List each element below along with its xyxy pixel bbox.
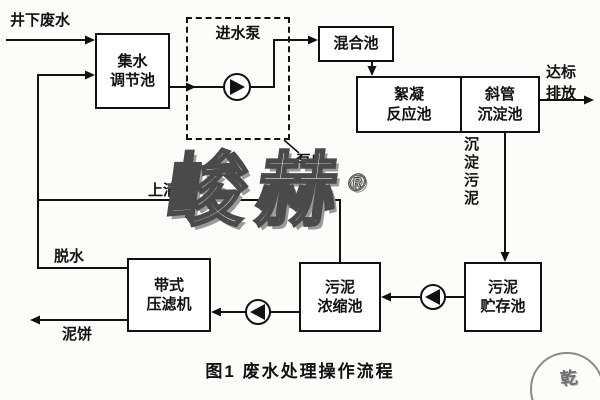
label-sludge-cake: 泥饼 [62, 326, 93, 343]
node-mix-tank: 混合池 [318, 26, 394, 62]
flow-lines [6, 39, 584, 321]
label-pump-house: 泵房 [296, 153, 327, 170]
node-belt-press: 带式 压滤机 [127, 258, 211, 332]
stamp-seal-icon [530, 352, 600, 400]
label-inlet-pump: 进水泵 [215, 25, 261, 42]
node-tube-settler: 斜管 沉淀池 [460, 76, 540, 133]
node-sludge-thickener: 污泥 浓缩池 [299, 262, 381, 332]
node-sludge-storage: 污泥 贮存池 [464, 262, 542, 332]
arrowheads [30, 35, 594, 325]
stamp-text: 乾 [559, 367, 579, 390]
sludge-pump-icon [245, 299, 271, 325]
node-collect-tank: 集水 调节池 [95, 33, 170, 109]
label-settled-sludge: 沉淀污泥 [462, 136, 479, 208]
pump-house-boundary [186, 17, 290, 140]
label-influent: 井下废水 [10, 12, 71, 29]
figure-caption: 图1 废水处理操作流程 [205, 362, 395, 381]
inlet-pump-icon [223, 73, 251, 101]
label-discharge: 达标 排放 [546, 64, 577, 102]
label-supernatant: 上清液 [148, 182, 194, 199]
label-dewater: 脱水 [54, 248, 85, 265]
node-floc-tank: 絮凝 反应池 [356, 76, 462, 133]
sludge-pump-icon [420, 284, 446, 310]
